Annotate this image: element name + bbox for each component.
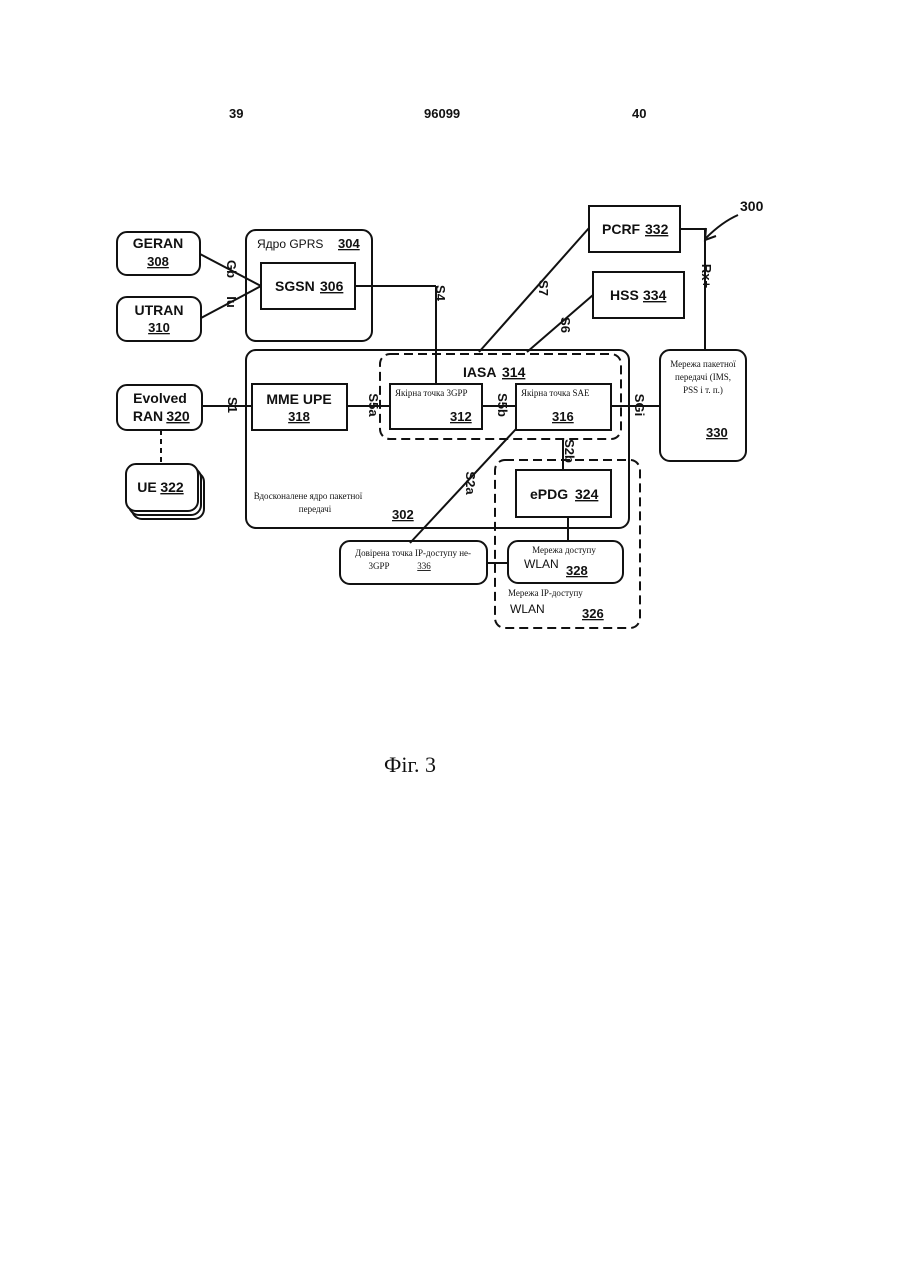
s4-interface-label: S4 (433, 285, 448, 302)
anchor-3gpp-label: Якірна точка 3GPP (395, 388, 468, 398)
packet-core-label-line2: передачі (299, 504, 332, 514)
rx-interface-label: Rx+ (699, 264, 714, 289)
packet-core-label-line1: Вдосконалене ядро пакетної (254, 491, 363, 501)
sgi-interface-label: SGi (632, 394, 647, 416)
packet-network-label-line2: передачі (IMS, (675, 372, 731, 382)
sae-s2a-link (410, 429, 516, 543)
s5b-interface-label: S5b (495, 393, 510, 417)
ue-number: 322 (160, 479, 184, 495)
packet-network-label-line1: Мережа пакетної (670, 359, 736, 369)
anchor-sae-label: Якірна точка SAE (521, 388, 590, 398)
network-architecture-diagram: GERAN 308 UTRAN 310 Evolved RAN 320 UE 3… (0, 0, 901, 760)
iasa-label: IASA (463, 364, 496, 380)
evolved-ran-label-line2: RAN (133, 408, 163, 424)
packet-network-number: 330 (706, 425, 728, 440)
hss-number: 334 (643, 287, 667, 303)
trusted-ip-label-line1: Довірена точка IP-доступу не- (355, 548, 471, 558)
mme-upe-number: 318 (288, 409, 310, 424)
mme-upe-label: MME UPE (266, 391, 331, 407)
utran-label: UTRAN (135, 302, 184, 318)
anchor-3gpp-number: 312 (450, 409, 472, 424)
epdg-number: 324 (575, 486, 599, 502)
s7-interface-label: S7 (536, 280, 551, 296)
geran-number: 308 (147, 254, 169, 269)
pcrf-number: 332 (645, 221, 669, 237)
anchor-sae-number: 316 (552, 409, 574, 424)
epdg-label: ePDG (530, 486, 568, 502)
gprs-core-number: 304 (338, 236, 360, 251)
s2a-interface-label: S2a (463, 471, 478, 495)
wlan-access-label-line1: Мережа доступу (532, 545, 596, 555)
figure-reference-number: 300 (740, 198, 764, 214)
trusted-ip-number: 336 (417, 561, 431, 571)
packet-network-label-line3: PSS і т. п.) (683, 385, 723, 395)
sgsn-number: 306 (320, 278, 344, 294)
reference-arrow (706, 215, 738, 238)
sgsn-label: SGSN (275, 278, 315, 294)
trusted-ip-label-line2: 3GPP (368, 561, 389, 571)
packet-core-number: 302 (392, 507, 414, 522)
evolved-ran-label-line1: Evolved (133, 390, 187, 406)
pcrf-label: PCRF (602, 221, 641, 237)
iu-interface-label: Iu (224, 296, 239, 308)
wlan-access-label-line2: WLAN (524, 557, 559, 571)
pcrf-s7-link (479, 228, 589, 352)
wlan-ip-label-line2: WLAN (510, 602, 545, 616)
iasa-number: 314 (502, 364, 526, 380)
wlan-ip-number: 326 (582, 606, 604, 621)
s2b-interface-label: S2b (562, 439, 577, 463)
utran-number: 310 (148, 320, 170, 335)
wlan-ip-label-line1: Мережа IP-доступу (508, 588, 583, 598)
gb-interface-label: Gb (224, 260, 239, 278)
geran-label: GERAN (133, 235, 184, 251)
wlan-access-number: 328 (566, 563, 588, 578)
ue-label: UE (137, 479, 156, 495)
s6-interface-label: S6 (558, 317, 573, 333)
gprs-core-label: Ядро GPRS (257, 237, 323, 251)
hss-label: HSS (610, 287, 639, 303)
figure-caption: Фіг. 3 (384, 752, 436, 778)
evolved-ran-number: 320 (166, 408, 190, 424)
s5a-interface-label: S5a (366, 393, 381, 417)
s1-interface-label: S1 (225, 397, 240, 413)
